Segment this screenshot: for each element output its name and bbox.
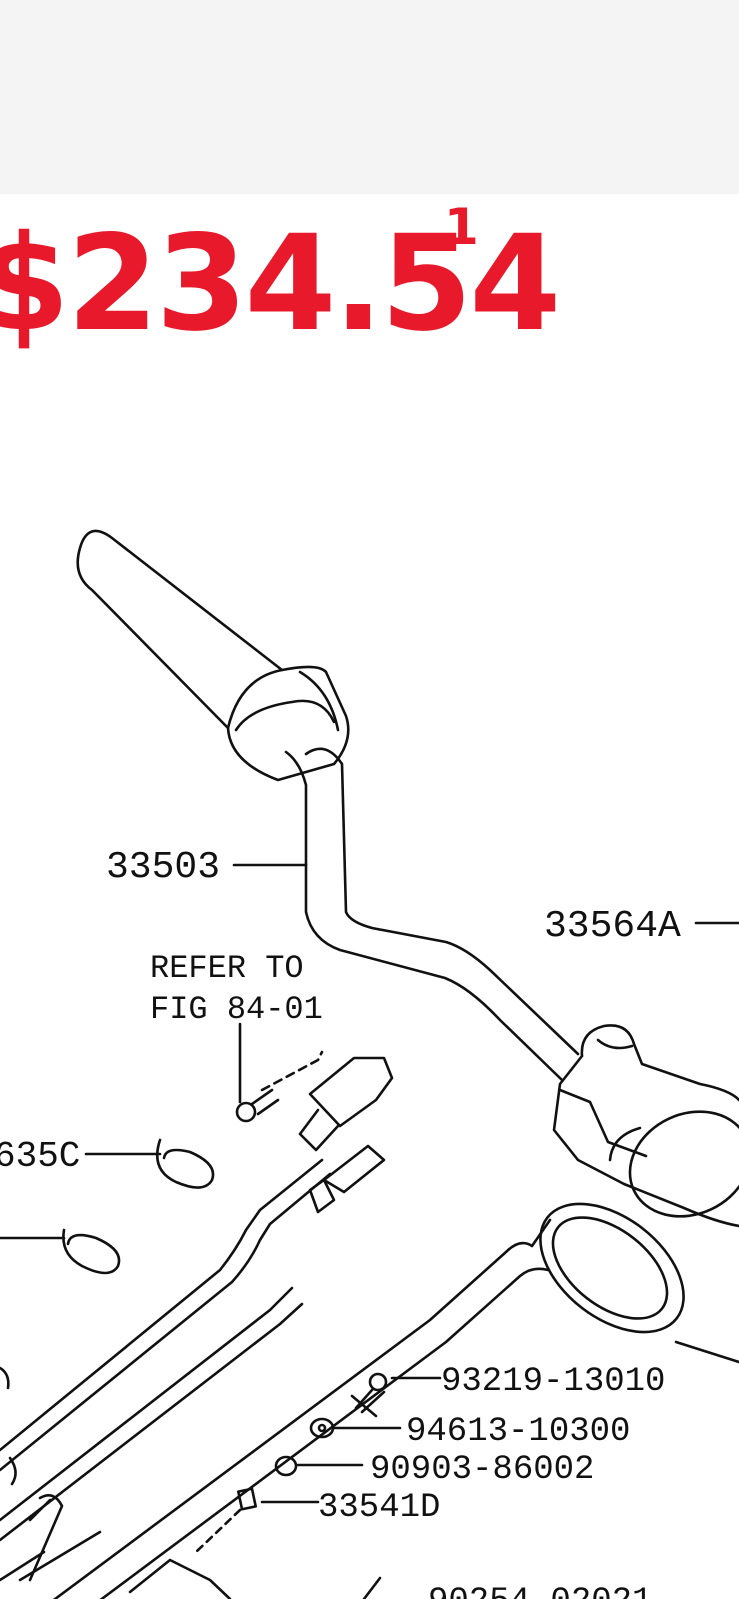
label-94613-10300: 94613-10300 [406, 1413, 630, 1451]
bushing-icon [236, 1487, 258, 1511]
washer-icon [309, 1417, 335, 1439]
grommet-icon [274, 1455, 298, 1477]
sensor-housing [308, 1056, 394, 1128]
price-footnote-marker: 1 [444, 198, 479, 256]
clip-lower [62, 1228, 121, 1275]
clip-upper [155, 1138, 215, 1189]
label-33564a: 33564A [544, 905, 681, 948]
muffler-body [76, 529, 284, 730]
cable-upper [0, 1158, 324, 1452]
top-bar [0, 0, 739, 194]
label-93219-13010: 93219-13010 [441, 1363, 665, 1401]
muffler-end-cap [226, 665, 350, 782]
label-635c: 635C [0, 1136, 80, 1177]
shift-rod [284, 750, 564, 1082]
product-price: $234.54 [0, 207, 561, 361]
harness [52, 1218, 552, 1599]
dust-ring [539, 1202, 685, 1334]
sensor-screw-head [235, 1101, 257, 1123]
label-90254-02021: 90254-02021 [428, 1583, 652, 1599]
screw-head [368, 1372, 388, 1392]
parts-diagram-drawing: 33503 33564A REFER TO FIG 84-01 635C 932… [0, 529, 739, 1599]
label-90903-86002: 90903-86002 [370, 1451, 594, 1489]
label-33503: 33503 [106, 846, 220, 889]
label-refer-to: REFER TO [150, 950, 304, 987]
label-33541d: 33541D [318, 1489, 440, 1527]
label-fig-ref: FIG 84-01 [150, 991, 323, 1028]
connector [322, 1144, 386, 1194]
shift-lever [580, 1024, 739, 1102]
cable-lower [0, 1286, 294, 1522]
parts-diagram[interactable]: 33503 33564A REFER TO FIG 84-01 635C 932… [0, 440, 739, 1599]
